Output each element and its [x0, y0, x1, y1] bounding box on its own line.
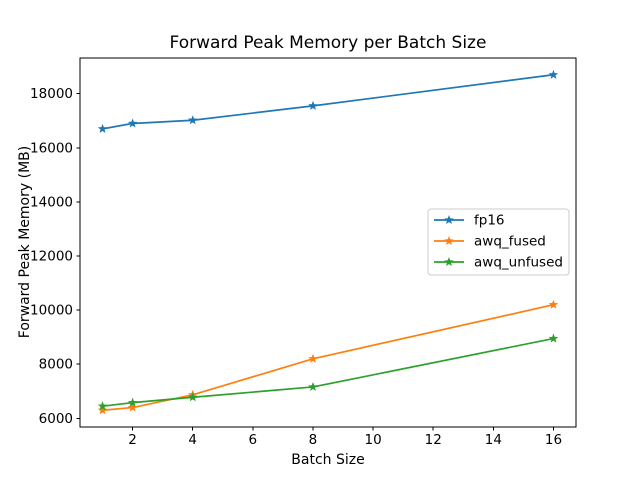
series-marker-awq_fused: [548, 299, 559, 309]
legend-marker: [444, 215, 454, 225]
series-marker-awq_unfused: [308, 381, 318, 392]
series-line-awq_unfused: [101, 337, 555, 408]
chart-title: Forward Peak Memory per Batch Size: [169, 33, 487, 53]
series-marker-awq_fused: [127, 402, 138, 412]
x-tick-label: 12: [425, 432, 442, 448]
series-marker-fp16: [548, 69, 559, 79]
x-tick-label: 14: [485, 432, 502, 448]
y-axis-label: Forward Peak Memory (MB): [17, 145, 33, 339]
y-tick-label: 14000: [30, 194, 73, 210]
series-marker-awq_fused: [97, 405, 108, 415]
x-tick-label: 16: [545, 432, 562, 448]
x-tick-label: 2: [128, 432, 137, 448]
legend-marker: [444, 257, 454, 267]
y-tick-label: 8000: [39, 357, 73, 373]
y-tick-label: 18000: [30, 86, 73, 102]
series-marker-awq_unfused: [97, 401, 108, 411]
y-tick-label: 10000: [30, 303, 73, 319]
legend-label: awq_fused: [474, 234, 546, 250]
x-tick-label: 6: [249, 432, 258, 448]
series-marker-awq_fused: [308, 353, 318, 363]
x-tick-label: 4: [188, 432, 197, 448]
series-marker-fp16: [127, 118, 138, 128]
x-tick-label: 10: [364, 432, 381, 448]
y-tick-label: 6000: [39, 411, 73, 427]
series-marker-fp16: [308, 100, 318, 110]
legend-label: fp16: [474, 213, 505, 229]
legend-box: [427, 208, 570, 276]
y-tick-label: 16000: [30, 140, 73, 156]
x-tick-label: 8: [309, 432, 318, 448]
legend-marker: [444, 236, 454, 246]
series-marker-awq_unfused: [127, 397, 138, 407]
x-axis-label: Batch Size: [291, 452, 365, 468]
y-tick-label: 12000: [30, 249, 73, 265]
series-line-fp16: [101, 73, 555, 130]
series-marker-fp16: [187, 115, 198, 125]
plot-border: [79, 57, 577, 428]
series-marker-awq_unfused: [548, 333, 559, 343]
series-marker-awq_unfused: [187, 392, 198, 402]
series-marker-fp16: [97, 123, 108, 133]
series-line-awq_fused: [101, 303, 555, 412]
legend-label: awq_unfused: [474, 255, 563, 271]
